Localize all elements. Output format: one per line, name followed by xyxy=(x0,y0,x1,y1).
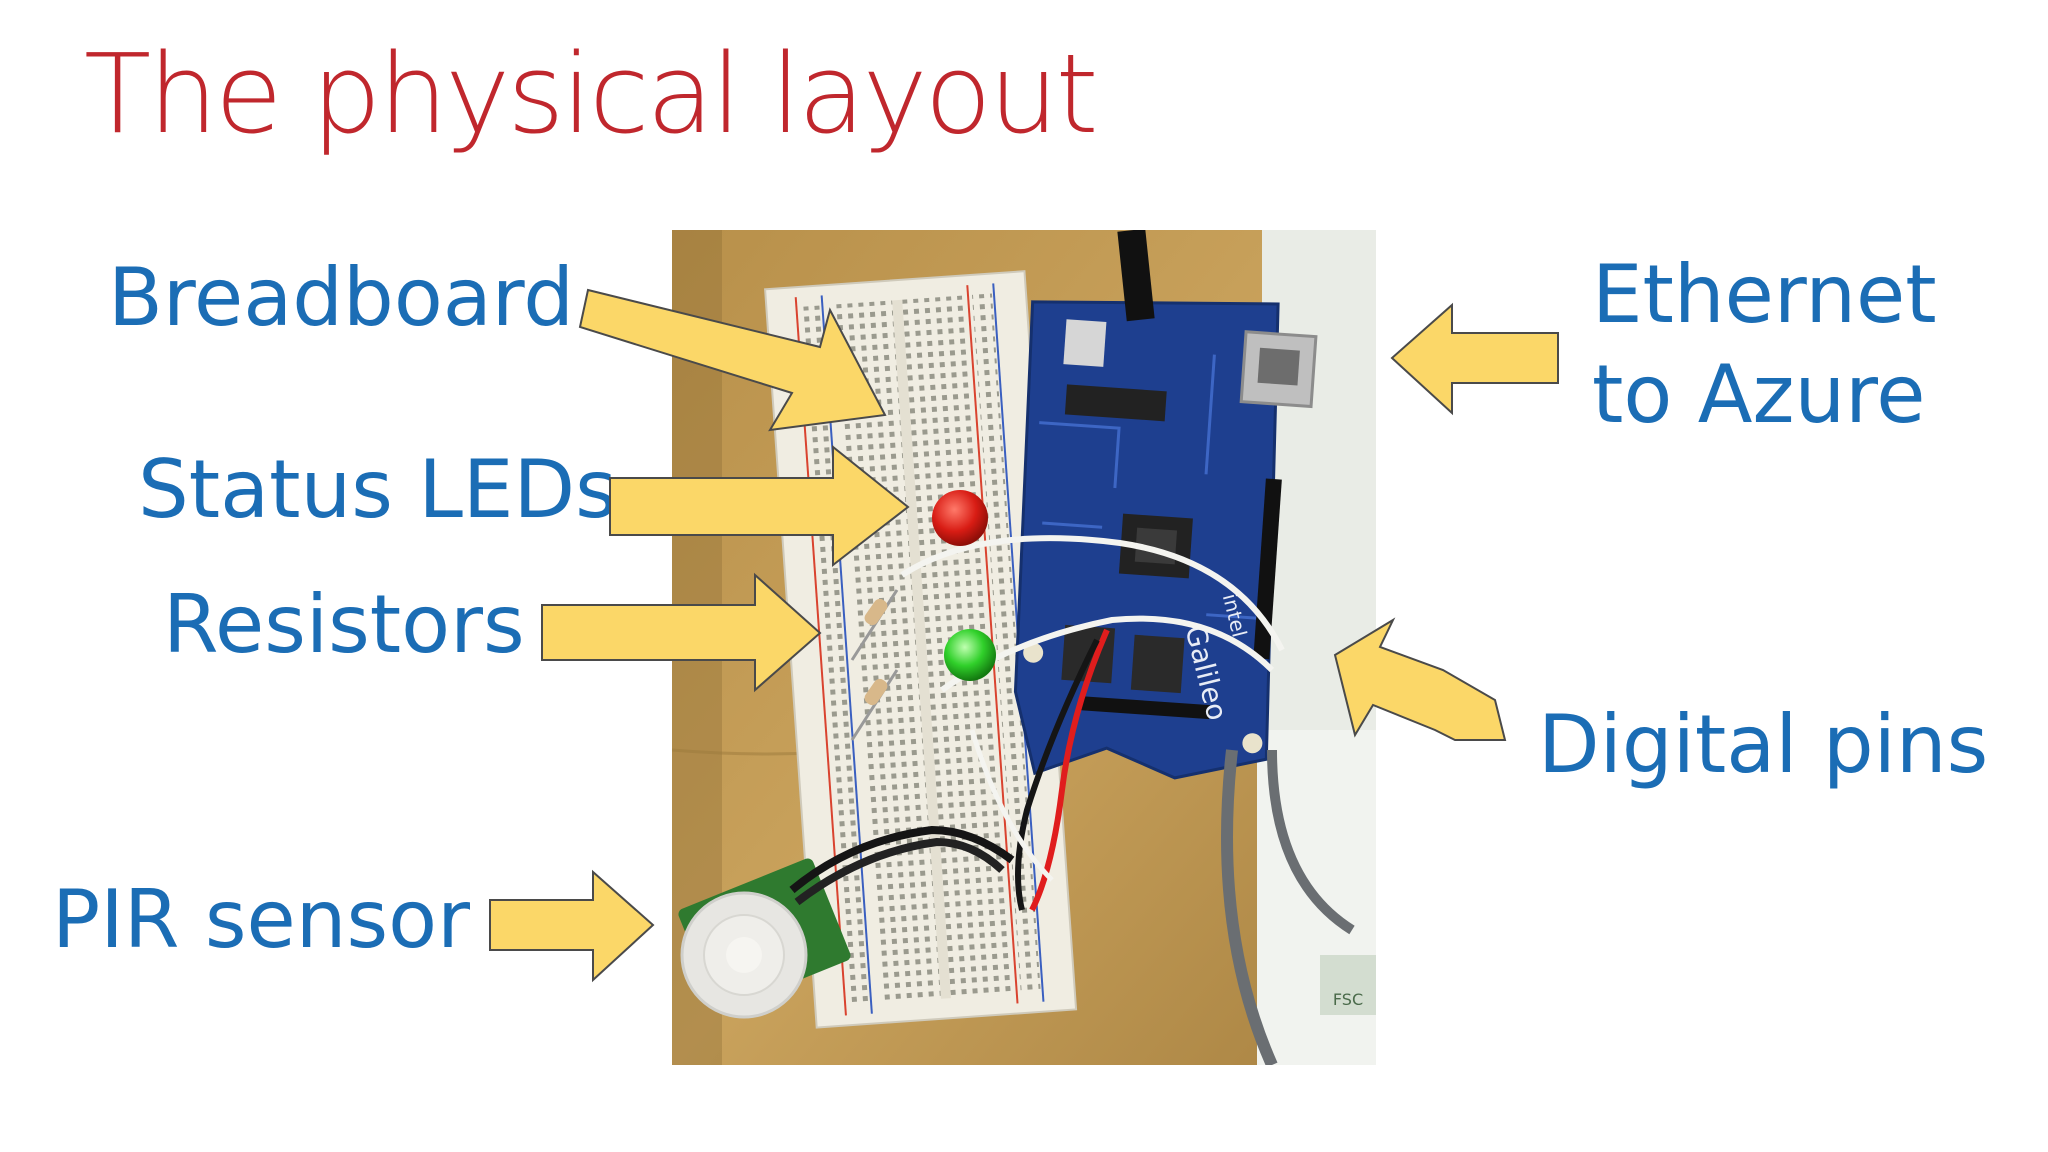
slide-title: The physical layout xyxy=(84,30,1099,158)
red-wire xyxy=(1029,628,1110,912)
gray-cable xyxy=(1221,749,1278,1065)
label-ethernet-line2: to Azure xyxy=(1592,348,1926,441)
arrow-status-leds-icon xyxy=(609,444,910,568)
resistor-2 xyxy=(850,669,899,741)
power-cable xyxy=(1117,230,1155,322)
label-resistors: Resistors xyxy=(163,578,525,671)
white-wire-3 xyxy=(969,729,1054,882)
arrow-breadboard-icon xyxy=(578,288,887,432)
label-ethernet: Ethernet to Azure xyxy=(1592,245,1937,445)
galileo-board: Galileo intel xyxy=(1013,300,1318,780)
pir-sensor xyxy=(678,825,1015,1019)
label-ethernet-line1: Ethernet xyxy=(1592,248,1937,341)
label-pir-sensor: PIR sensor xyxy=(52,873,470,966)
resistor-1 xyxy=(850,589,899,661)
label-status-leds: Status LEDs xyxy=(138,443,617,536)
white-wire-1 xyxy=(900,535,1285,652)
black-wire xyxy=(1015,638,1100,911)
arrow-resistors-icon xyxy=(541,572,822,693)
green-led xyxy=(944,629,996,681)
fsc-logo: FSC xyxy=(1333,990,1363,1009)
arrow-ethernet-icon xyxy=(1390,302,1559,416)
label-breadboard: Breadboard xyxy=(108,251,575,344)
red-led xyxy=(932,490,988,546)
arrow-digital-pins-icon xyxy=(1333,617,1507,741)
arrow-pir-sensor-icon xyxy=(489,869,655,983)
label-digital-pins: Digital pins xyxy=(1538,698,1989,791)
